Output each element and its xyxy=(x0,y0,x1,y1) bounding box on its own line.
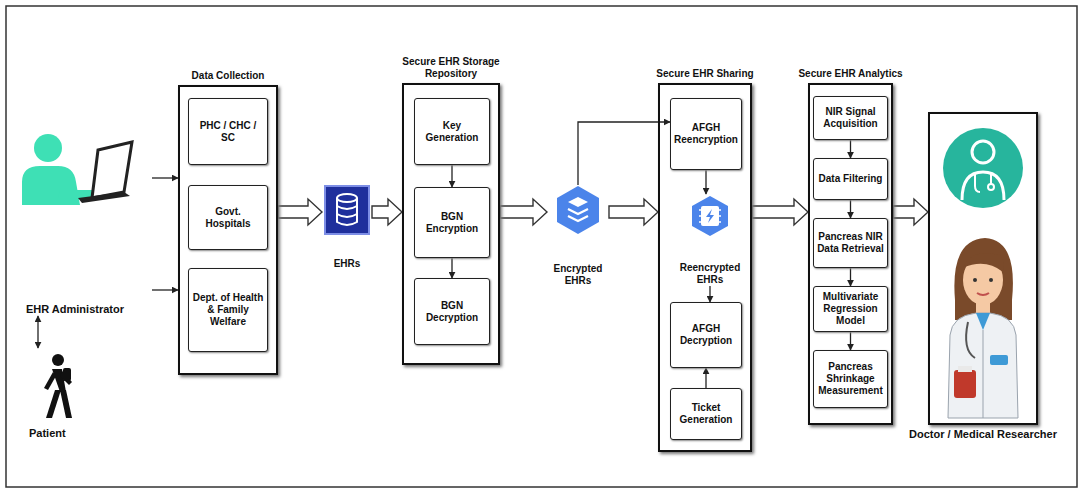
node-label: NIR Signal Acquisition xyxy=(817,106,884,130)
connector-arrow xyxy=(152,289,178,290)
process-box: PHC / CHC / SC xyxy=(188,98,268,165)
process-box: Pancreas NIR Data Retrieval xyxy=(813,218,888,268)
process-box: Ticket Generation xyxy=(670,388,742,440)
flow-arrow xyxy=(278,199,322,225)
stage-column: Secure EHR SharingAFGH ReencryptionReenc… xyxy=(658,83,752,452)
patient-figure xyxy=(44,354,72,418)
connector-arrow xyxy=(850,140,851,158)
node-label: Pancreas Shrinkage Measurement xyxy=(817,361,884,397)
encrypted-ehrs-icon xyxy=(557,186,599,234)
node-label: Multivariate Regression Model xyxy=(817,291,884,327)
node-label: AFGH Reencryption xyxy=(674,122,738,146)
process-box: NIR Signal Acquisition xyxy=(813,96,888,140)
reencrypted-ehrs-icon xyxy=(692,196,728,236)
flow-arrow xyxy=(752,199,808,225)
frame xyxy=(6,6,1077,487)
connector-arrow xyxy=(705,368,706,388)
node-label: BGN Encryption xyxy=(418,211,486,235)
process-box: Multivariate Regression Model xyxy=(813,286,888,332)
stage-column: Data CollectionPHC / CHC / SCGovt. Hospi… xyxy=(178,85,278,375)
stage-heading: Secure EHR Analytics xyxy=(798,68,903,80)
process-box: Dept. of Health & Family Welfare xyxy=(188,268,268,352)
flow-arrow xyxy=(500,199,547,225)
node-label: Key Generation xyxy=(418,120,486,144)
node-label: BGN Decryption xyxy=(418,300,486,324)
node-label: EHRs xyxy=(322,258,372,270)
node-label: Encrypted EHRs xyxy=(547,263,609,287)
process-box: Pancreas Shrinkage Measurement xyxy=(813,350,888,408)
process-box: Key Generation xyxy=(414,98,490,165)
icon-node: Encrypted EHRs xyxy=(547,185,609,287)
connector-arrow xyxy=(709,286,710,302)
node-label: PHC / CHC / SC xyxy=(192,120,264,144)
node-label: Ticket Generation xyxy=(674,402,738,426)
icon-node: Reencrypted EHRs xyxy=(675,194,745,286)
medical-researcher-figure xyxy=(948,238,1018,418)
process-box: AFGH Reencryption xyxy=(670,98,742,170)
figure-node: Patient xyxy=(15,348,95,440)
connector-arrow xyxy=(37,316,38,348)
user-panel: Doctor / Medical Researcher xyxy=(928,112,1038,425)
connector-arrow xyxy=(451,165,452,187)
figure-node: EHR Administrator xyxy=(12,112,152,316)
stage-column: Secure EHR Storage RepositoryKey Generat… xyxy=(402,83,500,365)
process-box: BGN Decryption xyxy=(414,278,490,345)
stage-heading: Data Collection xyxy=(168,70,288,82)
node-label: Govt. Hospitals xyxy=(192,206,264,230)
process-box: Data Filtering xyxy=(813,158,888,200)
stage-heading: Secure EHR Storage Repository xyxy=(392,56,510,80)
connector-arrow xyxy=(578,122,670,185)
connector-arrow xyxy=(850,200,851,218)
node-label: AFGH Decryption xyxy=(674,323,738,347)
connector-arrow xyxy=(850,268,851,286)
icon-node: EHRs xyxy=(322,184,372,270)
node-label: Patient xyxy=(29,427,66,440)
administrator-figure xyxy=(22,134,132,205)
node-label: Dept. of Health & Family Welfare xyxy=(192,292,264,328)
connector-arrow xyxy=(705,170,706,194)
doctor-icon xyxy=(943,128,1023,208)
stage-column: Secure EHR AnalyticsNIR Signal Acquisiti… xyxy=(808,83,893,425)
process-box: AFGH Decryption xyxy=(670,302,742,368)
connector-arrow xyxy=(451,258,452,278)
connector-arrow xyxy=(152,177,178,178)
flow-arrow xyxy=(609,199,658,225)
stage-heading: Secure EHR Sharing xyxy=(648,68,762,80)
flow-arrow xyxy=(372,199,402,225)
node-label: Doctor / Medical Researcher xyxy=(909,428,1057,441)
process-box: BGN Encryption xyxy=(414,187,490,258)
node-label: Data Filtering xyxy=(819,173,883,185)
node-label: EHR Administrator xyxy=(26,303,124,316)
process-box: Govt. Hospitals xyxy=(188,185,268,250)
flow-arrow xyxy=(893,199,928,225)
ehr-database-icon xyxy=(325,186,369,234)
node-label: Reencrypted EHRs xyxy=(675,262,745,286)
node-label: Pancreas NIR Data Retrieval xyxy=(817,231,884,255)
connector-arrow xyxy=(850,332,851,350)
